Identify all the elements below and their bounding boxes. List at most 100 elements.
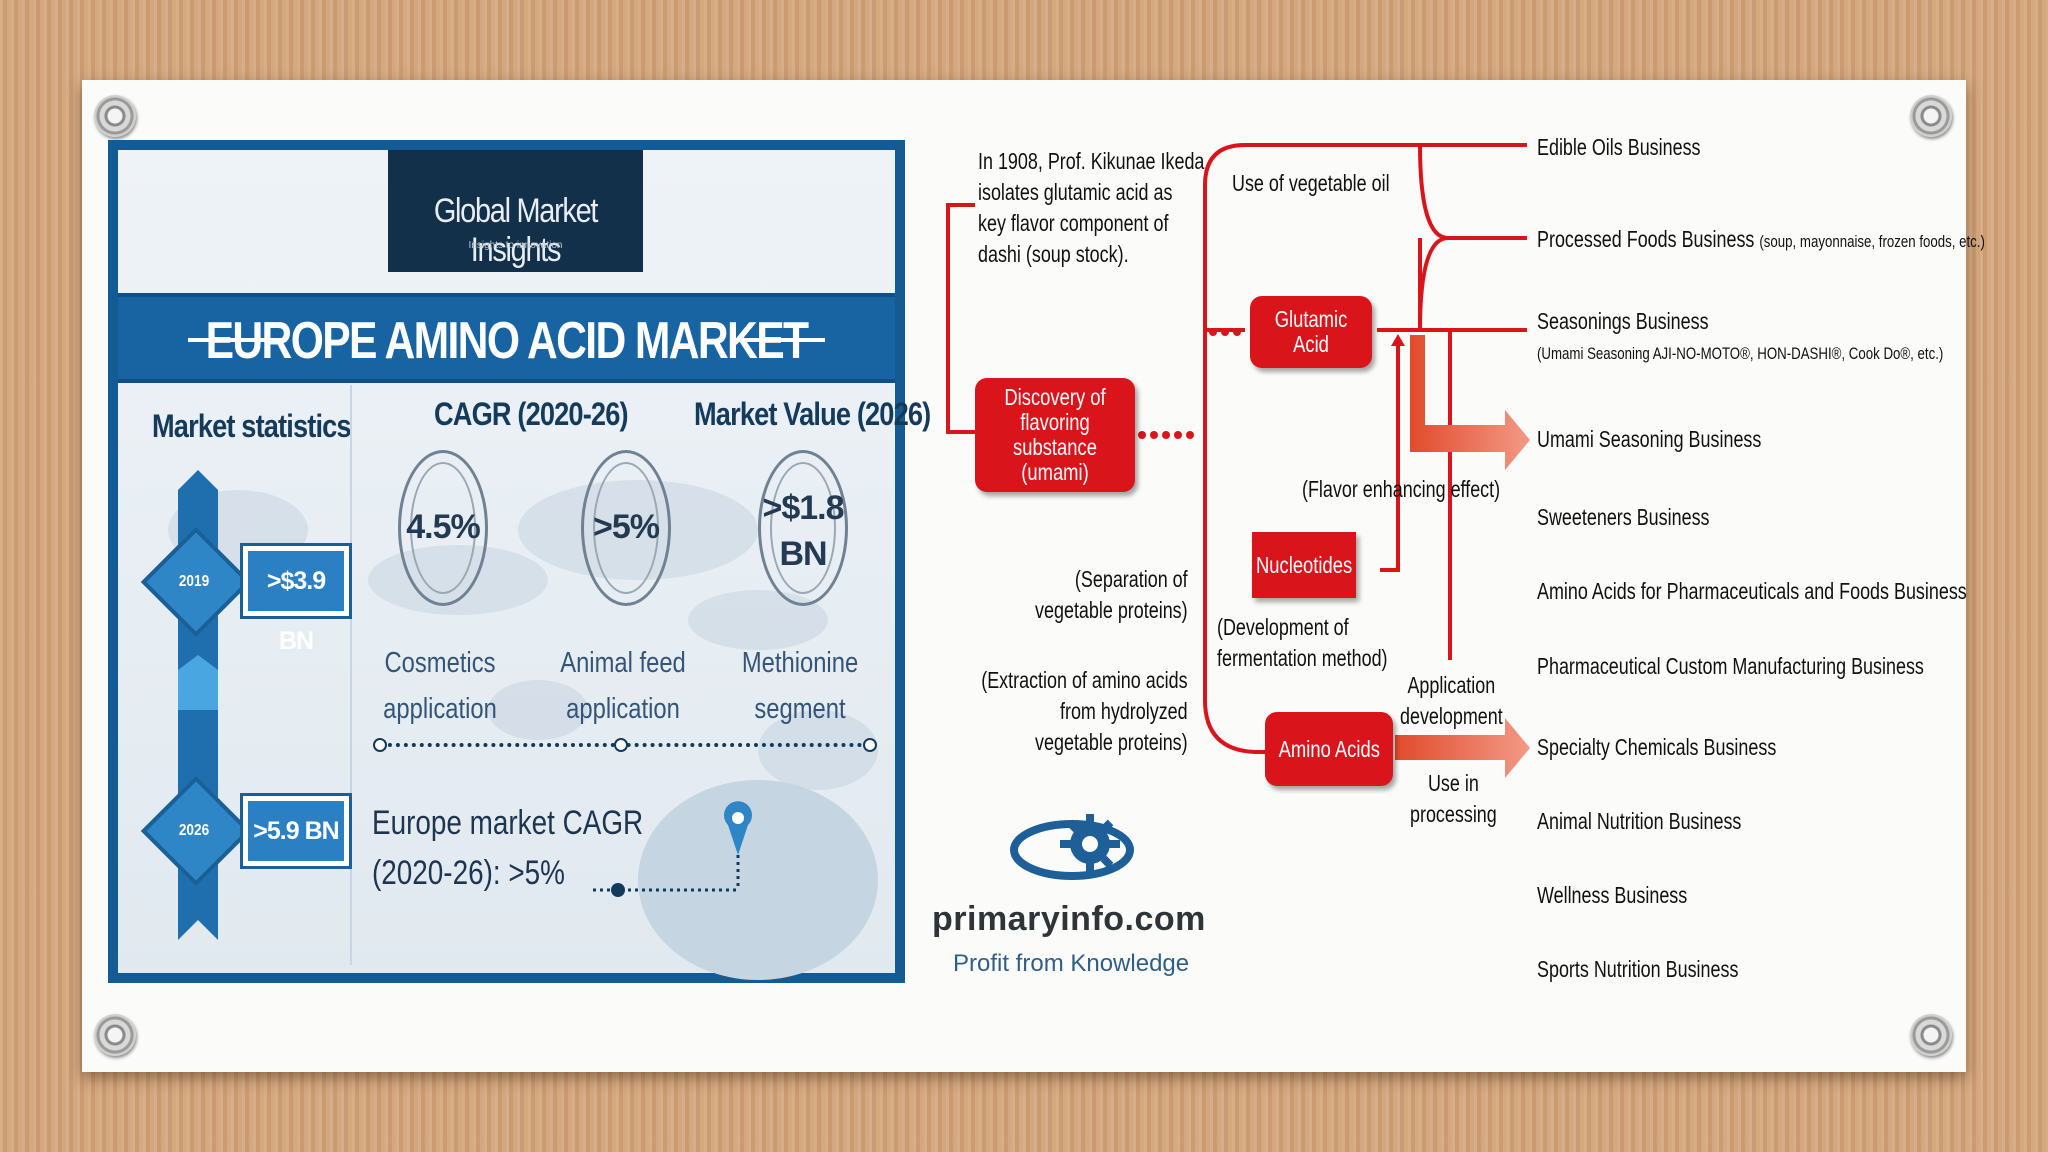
business-amino-pharma-foods: Amino Acids for Pharmaceuticals and Food… [1537, 578, 1967, 605]
nucleotides-box: Nucleotides [1252, 532, 1356, 598]
pin-bottom-left [94, 1014, 136, 1056]
infographic-title: EUROPE AMINO ACID MARKET [205, 312, 809, 370]
intro-line-4: dashi (soup stock). [978, 241, 1129, 267]
intro-line-3: key flavor component of [978, 210, 1169, 236]
business-edible-oils: Edible Oils Business [1537, 134, 1701, 161]
separation-line-1: (Separation of [1075, 566, 1188, 592]
europe-cagr-line2: (2020-26): >5% [372, 854, 565, 892]
europe-amino-acid-infographic: Global Market Insights Insights to innov… [108, 140, 931, 983]
business-animal-nutrition: Animal Nutrition Business [1537, 808, 1741, 835]
methionine-value-line2: BN [779, 535, 827, 573]
business-sweeteners: Sweeteners Business [1537, 504, 1710, 531]
business-note: (soup, mayonnaise, frozen foods, etc.) [1759, 232, 1985, 251]
processed-curve [1418, 236, 1449, 331]
nucleotides-up-line [1380, 338, 1400, 572]
amino-acids-box: Amino Acids [1265, 712, 1393, 786]
intro-line-2: isolates glutamic acid as [978, 179, 1173, 205]
development-line-1: (Development of [1217, 614, 1349, 640]
title-banner: EUROPE AMINO ACID MARKET [118, 293, 895, 383]
business-name: Specialty Chemicals Business [1537, 734, 1777, 760]
extraction-line-2: from hydrolyzed [1060, 698, 1188, 724]
methionine-label: Methionine segment [730, 640, 869, 732]
business-name: Pharmaceutical Custom Manufacturing Busi… [1537, 653, 1924, 679]
intro-bracket [946, 203, 975, 434]
market-value-heading: Market Value (2026) [694, 396, 931, 432]
application-development-text: Application development [1400, 670, 1503, 732]
application-line-1: Application [1407, 672, 1496, 698]
europe-cagr-text: Europe market CAGR (2020-26): >5% [372, 798, 643, 898]
extraction-text: (Extraction of amino acids from hydrolyz… [982, 665, 1188, 758]
business-name: Sweeteners Business [1537, 504, 1710, 530]
business-sports-nutrition: Sports Nutrition Business [1537, 956, 1738, 983]
development-line-2: fermentation method) [1217, 645, 1388, 671]
extraction-line-3: vegetable proteins) [1035, 729, 1188, 755]
business-specialty-chemicals: Specialty Chemicals Business [1537, 734, 1776, 761]
business-name: Processed Foods Business [1537, 226, 1755, 252]
discovery-box: Discovery of flavoring substance (umami) [975, 378, 1135, 492]
year-2019-label: 2019 [178, 573, 210, 590]
business-processed-foods: Processed Foods Business (soup, mayonnai… [1537, 226, 1985, 253]
business-name: Seasonings Business [1537, 308, 1709, 334]
cagr-heading: CAGR (2020-26) [434, 396, 629, 432]
business-name: Sports Nutrition Business [1537, 956, 1739, 982]
year-2026-label: 2026 [178, 822, 210, 839]
methionine-label-line2: segment [754, 693, 846, 725]
use-of-vegetable-oil: Use of vegetable oil [1232, 170, 1390, 196]
brand-tagline: Profit from Knowledge [953, 950, 1190, 977]
business-name: Animal Nutrition Business [1537, 808, 1742, 834]
methionine-value-line1: >$1.8 [762, 489, 844, 527]
value-2026: >5.9 BN [240, 793, 352, 869]
cosmetics-cagr-circle: 4.5% [398, 450, 488, 606]
pin-top-right [1910, 95, 1952, 137]
market-statistics-heading: Market statistics [152, 408, 352, 444]
pin-top-left [94, 95, 136, 137]
intro-text: In 1908, Prof. Kikunae Ikeda isolates gl… [978, 146, 1204, 270]
umami-seasoning-arrow [1410, 335, 1530, 470]
business-name: Wellness Business [1537, 882, 1688, 908]
cosmetics-cagr-value: 4.5% [406, 508, 481, 546]
business-note: (Umami Seasoning AJI-NO-MOTO®, HON-DASHI… [1537, 344, 1944, 363]
animal-feed-cagr-value: >5% [593, 508, 660, 546]
animal-feed-cagr-circle: >5% [581, 450, 671, 606]
methionine-value-circle: >$1.8 BN [758, 450, 848, 606]
business-umami-seasoning: Umami Seasoning Business [1537, 426, 1761, 453]
cosmetics-label-line2: application [383, 693, 497, 725]
separation-text: (Separation of vegetable proteins) [1035, 564, 1188, 626]
animal-feed-label-line2: application [566, 693, 680, 725]
business-pharma-custom-manufacturing: Pharmaceutical Custom Manufacturing Busi… [1537, 653, 1924, 680]
amino-acids-label: Amino Acids [1278, 735, 1380, 762]
gear-icon [1010, 814, 1134, 880]
cosmetics-label: Cosmetics application [370, 640, 509, 732]
processing-line-2: processing [1410, 801, 1497, 827]
business-name: Umami Seasoning Business [1537, 426, 1762, 452]
logo-tagline: Insights to innovation [468, 240, 563, 251]
section-divider [350, 385, 352, 965]
separation-line-2: vegetable proteins) [1035, 597, 1188, 623]
europe-cagr-line1: Europe market CAGR [372, 804, 644, 842]
value-2019: >$3.9 BN [240, 543, 352, 655]
business-name: Edible Oils Business [1537, 134, 1701, 160]
circle-inner-ring [593, 462, 659, 594]
animal-feed-label: Animal feed application [553, 640, 692, 732]
business-seasonings-note: (Umami Seasoning AJI-NO-MOTO®, HON-DASHI… [1537, 338, 1943, 365]
methionine-label-line1: Methionine [741, 647, 859, 679]
business-name: Amino Acids for Pharmaceuticals and Food… [1537, 578, 1967, 604]
pin-bottom-right [1910, 1014, 1952, 1056]
use-in-processing-text: Use in processing [1410, 768, 1497, 830]
brand-name: primaryinfo.com [932, 900, 1206, 938]
logo-name: Global Market Insights [433, 192, 599, 269]
banner-line-right [730, 338, 825, 342]
extraction-line-1: (Extraction of amino acids [981, 667, 1188, 693]
circle-inner-ring [410, 462, 476, 594]
processing-line-1: Use in [1427, 770, 1479, 796]
business-seasonings: Seasonings Business [1537, 308, 1709, 335]
logo-box: Global Market Insights Insights to innov… [388, 150, 643, 272]
dotted-separator-nodes [373, 738, 878, 980]
cosmetics-label-line1: Cosmetics [384, 647, 496, 679]
discovery-line-1: Discovery of [1004, 384, 1106, 410]
intro-line-1: In 1908, Prof. Kikunae Ikeda [978, 148, 1205, 174]
edible-to-processed [1418, 144, 1527, 240]
application-line-2: development [1400, 703, 1503, 729]
seasonings-line [1418, 238, 1527, 332]
